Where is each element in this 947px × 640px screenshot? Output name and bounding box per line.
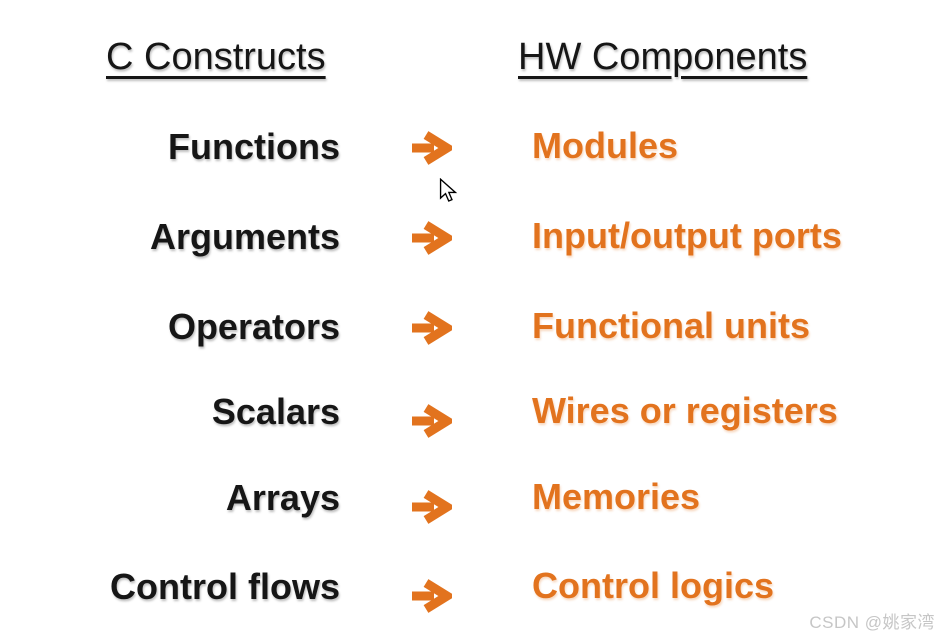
c-construct-label: Control flows <box>110 566 340 607</box>
hw-component-label: Input/output ports <box>532 215 842 256</box>
right-arrow-icon <box>411 221 452 255</box>
right-arrow-icon <box>411 490 452 524</box>
right-arrow-icon <box>411 131 452 165</box>
c-construct-label: Functions <box>168 126 340 167</box>
c-construct-label: Arguments <box>149 216 340 257</box>
hw-component-label: Control logics <box>532 565 774 606</box>
csdn-watermark: CSDN @姚家湾 <box>809 613 935 632</box>
hw-component-label: Functional units <box>532 305 810 346</box>
mapping-row-arrays: Arrays Memories <box>0 476 947 524</box>
hw-component-label: Modules <box>532 125 679 166</box>
mapping-row-control-flows: Control flows Control logics <box>0 565 947 613</box>
mapping-row-arguments: Arguments Input/output ports <box>0 215 947 260</box>
c-construct-label: Operators <box>167 306 340 347</box>
hw-component-label: Memories <box>532 476 701 517</box>
mapping-row-scalars: Scalars Wires or registers <box>0 390 947 438</box>
c-construct-label: Scalars <box>211 391 340 432</box>
c-construct-label: Arrays <box>225 477 340 518</box>
mapping-row-operators: Operators Functional units <box>0 305 947 350</box>
right-arrow-icon <box>411 579 452 613</box>
mapping-row-functions: Functions Modules <box>0 125 947 170</box>
right-arrow-icon <box>411 404 452 438</box>
column-header-c-constructs: C Constructs <box>106 36 326 78</box>
right-arrow-icon <box>411 311 452 345</box>
column-header-hw-components: HW Components <box>518 36 808 78</box>
mouse-pointer-icon <box>438 177 458 204</box>
hw-component-label: Wires or registers <box>532 390 838 431</box>
